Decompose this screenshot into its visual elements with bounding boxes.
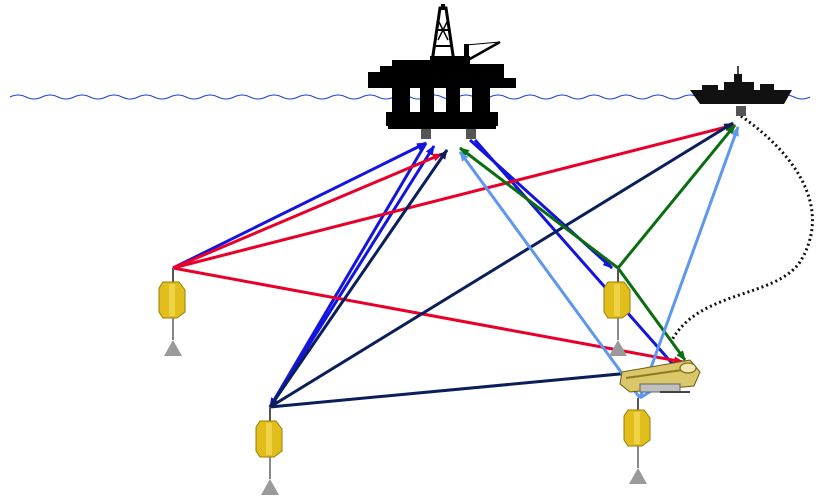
link-arrow — [172, 141, 427, 270]
semi-submersible-drilling-rig-icon — [368, 4, 516, 139]
link-arrow — [459, 146, 619, 270]
seabed-transponder-icon — [255, 407, 283, 495]
link-arrow — [616, 267, 687, 361]
link-arrow — [269, 121, 734, 409]
link-arrow — [473, 139, 680, 371]
link-arrow — [268, 149, 449, 408]
link-arrow — [268, 145, 436, 408]
acoustic-links — [172, 121, 740, 409]
seabed-transponder-icon — [603, 268, 631, 356]
link-arrow — [638, 126, 740, 399]
underwater-vehicle-icon — [619, 359, 701, 393]
link-arrow — [172, 123, 735, 270]
seabed-transponder-icon — [623, 398, 651, 484]
link-arrow — [172, 152, 443, 270]
seabed-transponder-icon — [158, 268, 186, 356]
link-arrow — [172, 266, 684, 365]
link-arrow — [458, 151, 642, 399]
link-arrow — [269, 364, 684, 409]
link-arrow — [616, 124, 737, 269]
support-vessel-icon — [690, 66, 792, 116]
rov-tether — [670, 114, 814, 341]
